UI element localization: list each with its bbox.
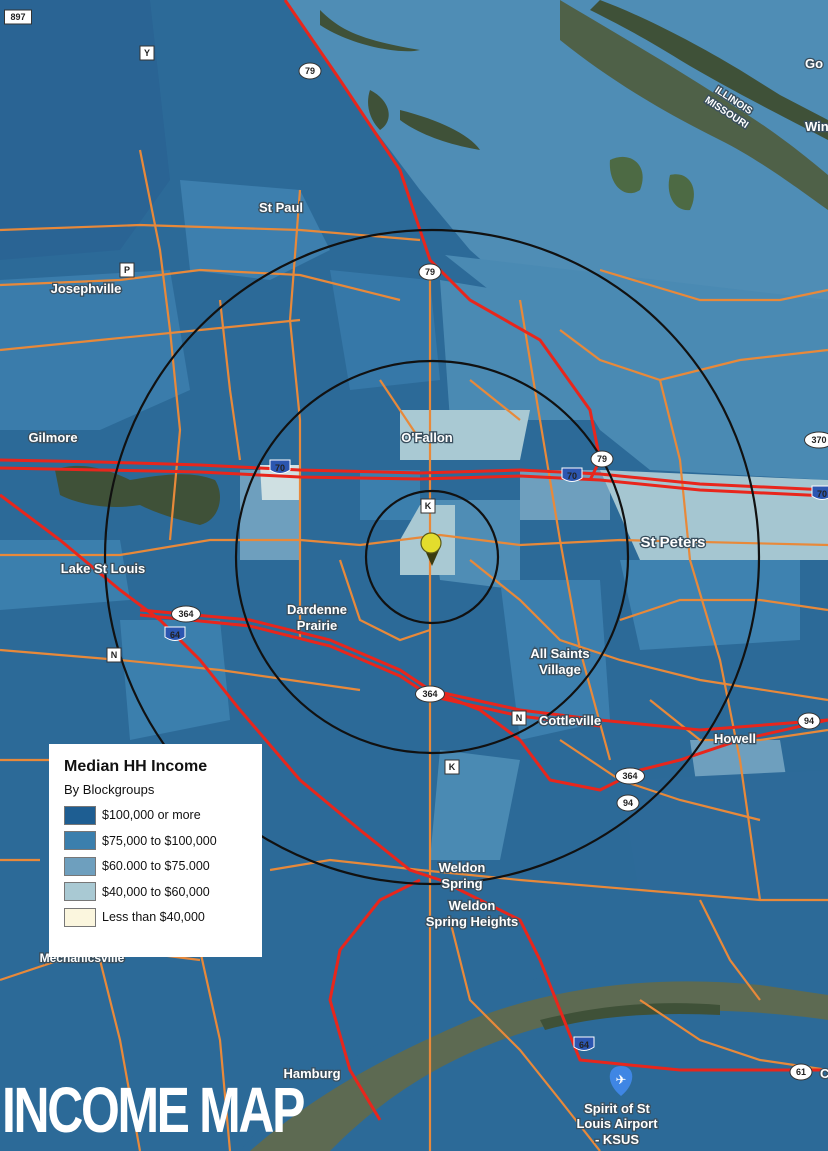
route-shield: K [444, 759, 460, 775]
place-label: Prairie [297, 618, 337, 633]
route-shield-label: 94 [623, 798, 633, 808]
place-label: St Peters [640, 534, 705, 551]
route-shield-label: 70 [817, 489, 827, 499]
route-shield-label: 364 [178, 609, 193, 619]
legend-label: $40,000 to $60,000 [102, 884, 210, 899]
route-shield-label: 364 [422, 689, 437, 699]
route-shield-label: 70 [275, 463, 285, 473]
route-shield-label: 94 [804, 716, 814, 726]
legend-swatch [64, 831, 96, 851]
place-label: Josephville [51, 281, 122, 296]
route-shield-label: 70 [567, 471, 577, 481]
route-shield-label: 370 [811, 435, 826, 445]
route-shield: 79 [298, 62, 322, 80]
route-shield: 64 [573, 1036, 595, 1051]
place-label: Lake St Louis [61, 561, 146, 576]
place-label: Spirit of St [584, 1101, 650, 1116]
route-shield-label: N [516, 713, 523, 723]
route-shield-label: 79 [597, 454, 607, 464]
route-shield: Y [139, 45, 155, 61]
place-label: Howell [714, 731, 756, 746]
route-shield: 70 [269, 459, 291, 474]
place-label-partial: Ch [820, 1066, 828, 1081]
place-label: O'Fallon [401, 430, 453, 445]
route-shield-label: 61 [796, 1067, 806, 1077]
legend-item: Less than $40,000 [64, 907, 248, 928]
route-shield-label: 64 [579, 1040, 589, 1050]
legend-swatch [64, 882, 96, 902]
place-label: Spring Heights [426, 914, 518, 929]
legend-swatch [64, 907, 96, 927]
route-shield: P [119, 262, 135, 278]
route-shield: 70 [811, 485, 828, 500]
place-label: Cottleville [539, 713, 601, 728]
route-shield: 79 [590, 450, 614, 468]
place-label-partial: Go [805, 56, 823, 71]
route-shield-label: 64 [170, 630, 180, 640]
route-shield: 364 [415, 685, 445, 703]
place-label: Dardenne [287, 602, 347, 617]
route-shield-label: K [425, 501, 432, 511]
place-label: Weldon [449, 898, 496, 913]
route-shield: 370 [804, 431, 828, 449]
page-title: INCOME MAP [2, 1074, 305, 1146]
place-label-partial: Winne [805, 119, 828, 134]
route-shield: N [511, 710, 527, 726]
svg-text:✈: ✈ [616, 1073, 627, 1088]
legend-swatch [64, 856, 96, 876]
airport-icon[interactable]: ✈ [609, 1066, 633, 1096]
route-shield: 364 [171, 605, 201, 623]
route-shield: 364 [615, 767, 645, 785]
place-label: Louis Airport [576, 1116, 658, 1131]
legend-swatch [64, 805, 96, 825]
route-shield-label: P [124, 265, 130, 275]
legend-item: $60.000 to $75.000 [64, 856, 248, 877]
legend-subtitle: By Blockgroups [64, 782, 155, 797]
place-label: Gilmore [28, 430, 77, 445]
place-label: Spring [441, 876, 482, 891]
route-shield: 897 [4, 9, 32, 25]
location-pin-icon[interactable] [420, 532, 442, 566]
place-label: Weldon [439, 860, 486, 875]
route-shield: 94 [797, 712, 821, 730]
route-shield-label: Y [144, 48, 150, 58]
legend-label: $60.000 to $75.000 [102, 859, 210, 874]
route-shield-label: N [111, 650, 118, 660]
route-shield-label: 897 [10, 12, 25, 22]
place-label: St Paul [259, 200, 303, 215]
legend-item: $40,000 to $60,000 [64, 882, 248, 903]
legend-label: $75,000 to $100,000 [102, 833, 217, 848]
legend-title: Median HH Income [64, 758, 208, 775]
place-label: - KSUS [595, 1132, 639, 1147]
route-shield: 94 [616, 794, 640, 812]
route-shield: 61 [789, 1063, 813, 1081]
route-shield: N [106, 647, 122, 663]
legend-items: $100,000 or more $75,000 to $100,000 $60.0… [64, 805, 248, 928]
route-shield: 64 [164, 626, 186, 641]
route-shield-label: 364 [622, 771, 637, 781]
legend-item: $100,000 or more [64, 805, 248, 826]
place-label: Hamburg [283, 1066, 340, 1081]
legend-item: $75,000 to $100,000 [64, 831, 248, 852]
place-label: Village [539, 662, 581, 677]
route-shield: K [420, 498, 436, 514]
legend: Median HH Income By Blockgroups $100,000… [49, 744, 262, 957]
legend-label: Less than $40,000 [102, 910, 205, 925]
route-shield: 70 [561, 467, 583, 482]
route-shield-label: 79 [305, 66, 315, 76]
legend-label: $100,000 or more [102, 808, 201, 823]
place-label: All Saints [530, 646, 589, 661]
route-shield: 79 [418, 263, 442, 281]
route-shield-label: K [449, 762, 456, 772]
route-shield-label: 79 [425, 267, 435, 277]
